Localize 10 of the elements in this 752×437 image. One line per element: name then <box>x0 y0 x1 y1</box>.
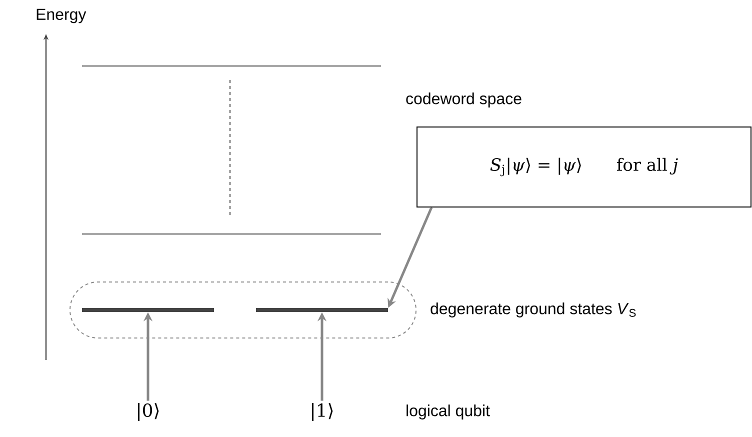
ground-state-band <box>70 282 416 338</box>
band-label: degenerate ground states V$_{S}$ <box>430 302 636 318</box>
energy-level-bar <box>82 308 214 312</box>
equation-box: S$_{j}$|ψ⟩ = |ψ⟩ for all j <box>416 126 752 208</box>
region-label: logical qubit <box>406 404 490 420</box>
axis-label: Energy <box>36 8 86 24</box>
state-label: |1⟩ <box>312 403 333 421</box>
region-label: codeword space <box>406 92 522 108</box>
energy-level-bar <box>256 308 388 312</box>
state-label: |0⟩ <box>138 403 159 421</box>
